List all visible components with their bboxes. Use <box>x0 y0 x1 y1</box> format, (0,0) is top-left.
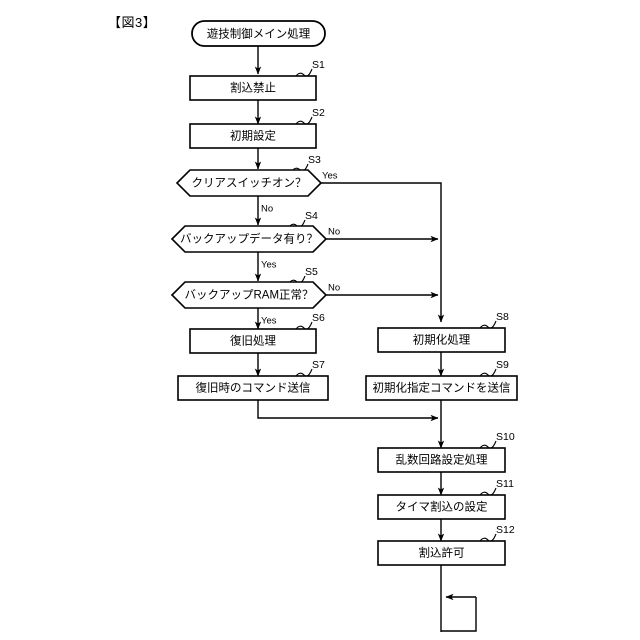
step-number-s8: S8 <box>496 311 509 323</box>
s3-label: クリアスイッチオン？ <box>192 177 307 190</box>
node-s10[interactable]: 乱数回路設定処理 <box>377 447 506 473</box>
s6-label: 復旧処理 <box>230 334 276 348</box>
s9-label: 初期化指定コマンドを送信 <box>373 381 511 395</box>
branch-label-s5-no: No <box>328 283 340 294</box>
node-s3[interactable]: クリアスイッチオン？ <box>175 169 323 197</box>
start-shape <box>191 20 326 47</box>
step-number-s3: S3 <box>308 154 321 166</box>
node-s12[interactable]: 割込許可 <box>377 540 506 566</box>
s8-shape <box>377 327 506 353</box>
branch-label-s5-yes: Yes <box>261 316 277 327</box>
leader-s9 <box>479 368 497 377</box>
step-number-s6: S6 <box>312 312 325 324</box>
s2-label: 初期設定 <box>230 129 276 143</box>
s1-shape <box>189 75 317 101</box>
node-s11[interactable]: タイマ割込の設定 <box>377 494 506 520</box>
step-number-s1: S1 <box>312 59 325 71</box>
start-label: 遊技制御メイン処理 <box>207 27 311 41</box>
s11-shape <box>377 494 506 520</box>
s8-label: 初期化処理 <box>413 333 471 347</box>
step-number-s11: S11 <box>496 478 514 490</box>
step-number-s5: S5 <box>305 266 318 278</box>
branch-label-s3-no: No <box>261 204 273 215</box>
s9-shape <box>365 375 518 401</box>
s2-shape <box>189 123 317 149</box>
node-s4[interactable]: バックアップデータ有り？ <box>170 225 328 253</box>
node-s6[interactable]: 復旧処理 <box>189 328 317 354</box>
node-s7[interactable]: 復旧時のコマンド送信 <box>177 375 329 401</box>
leader-s6 <box>295 321 313 330</box>
step-number-s9: S9 <box>496 359 509 371</box>
s7-label: 復旧時のコマンド送信 <box>196 381 311 395</box>
loop-back-path <box>441 597 477 632</box>
leader-s8 <box>479 320 497 329</box>
leader-s12 <box>479 533 497 542</box>
node-s9[interactable]: 初期化指定コマンドを送信 <box>365 375 518 401</box>
s1-label: 割込禁止 <box>230 81 276 95</box>
node-s5[interactable]: バックアップRAM正常？ <box>170 281 328 309</box>
step-number-s2: S2 <box>312 107 325 119</box>
leader-s10 <box>479 440 497 449</box>
branch-label-s4-yes: Yes <box>261 260 277 271</box>
step-number-s10: S10 <box>496 431 515 443</box>
s7-shape <box>177 375 329 401</box>
leader-s2 <box>295 116 313 125</box>
s5-label: バックアップRAM正常？ <box>184 289 313 302</box>
node-s1[interactable]: 割込禁止 <box>189 75 317 101</box>
figure-title: 【図3】 <box>108 15 157 30</box>
connector-layer <box>254 46 477 632</box>
node-s2[interactable]: 初期設定 <box>189 123 317 149</box>
s6-shape <box>189 328 317 354</box>
leader-s1 <box>295 68 313 77</box>
node-s8[interactable]: 初期化処理 <box>377 327 506 353</box>
s12-label: 割込許可 <box>419 546 465 560</box>
step-number-s4: S4 <box>305 210 318 222</box>
edge-s3-yes-rail <box>321 182 445 323</box>
leader-s7 <box>295 368 313 377</box>
s10-shape <box>377 447 506 473</box>
step-number-s12: S12 <box>496 524 515 536</box>
edge-s7-s10 <box>257 400 439 422</box>
s12-shape <box>377 540 506 566</box>
s11-label: タイマ割込の設定 <box>396 500 488 514</box>
node-start[interactable]: 遊技制御メイン処理 <box>191 20 326 47</box>
s4-shape <box>170 225 328 253</box>
leader-s11 <box>479 487 497 496</box>
s10-label: 乱数回路設定処理 <box>396 453 488 467</box>
step-number-s7: S7 <box>312 359 325 371</box>
s3-shape <box>175 169 323 197</box>
branch-label-s4-no: No <box>328 227 340 238</box>
branch-label-s3-yes: Yes <box>322 171 338 182</box>
s4-label: バックアップデータ有り？ <box>180 232 318 246</box>
s5-shape <box>170 281 328 309</box>
